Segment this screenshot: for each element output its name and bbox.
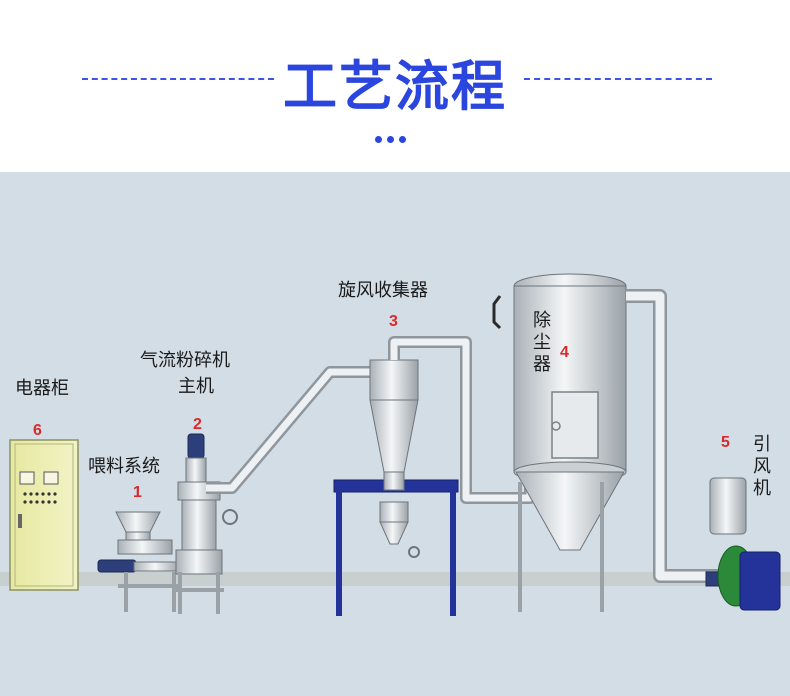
floor-strip xyxy=(0,572,790,586)
cyclone-collector xyxy=(333,359,459,616)
component-number-3: 3 xyxy=(389,313,398,330)
dots-decoration xyxy=(375,128,411,147)
dust-collector-label-char: 除 xyxy=(533,310,551,331)
page-title: 工艺流程 xyxy=(283,55,507,118)
dust-collector-label-char: 器 xyxy=(533,354,551,375)
feeding-system xyxy=(97,511,182,612)
component-number-2: 2 xyxy=(193,416,202,433)
feeding-system-label: 喂料系统 xyxy=(88,456,160,477)
jet-mill-label-line1: 气流粉碎机 xyxy=(140,350,230,371)
jet-mill-label-line2: 主机 xyxy=(178,376,214,397)
process-diagram: 6 电器柜 1 喂料系统 2 气流粉碎机 主机 3 旋风收集器 4 除 尘 器 … xyxy=(0,172,790,696)
component-number-1: 1 xyxy=(133,484,142,501)
dashed-line-right xyxy=(524,78,712,80)
dust-collector-label-char: 尘 xyxy=(533,332,551,353)
component-number-4: 4 xyxy=(560,344,569,361)
induced-draft-fan xyxy=(705,477,781,611)
component-number-6: 6 xyxy=(33,422,42,439)
diagram-drawing xyxy=(9,273,781,616)
jet-mill xyxy=(174,433,238,614)
electrical-cabinet-label: 电器柜 xyxy=(15,378,69,399)
electrical-cabinet xyxy=(9,439,79,591)
component-number-5: 5 xyxy=(721,434,730,451)
header: 工艺流程 xyxy=(0,0,790,172)
fan-label-char: 引 xyxy=(753,434,771,455)
dashed-line-left xyxy=(82,78,274,80)
dust-collector-label: 除 尘 器 xyxy=(532,310,552,376)
fan-label: 引 风 机 xyxy=(752,434,772,500)
cyclone-collector-label: 旋风收集器 xyxy=(338,280,428,301)
fan-label-char: 机 xyxy=(753,478,771,499)
fan-label-char: 风 xyxy=(753,456,771,477)
dust-collector xyxy=(492,273,627,612)
